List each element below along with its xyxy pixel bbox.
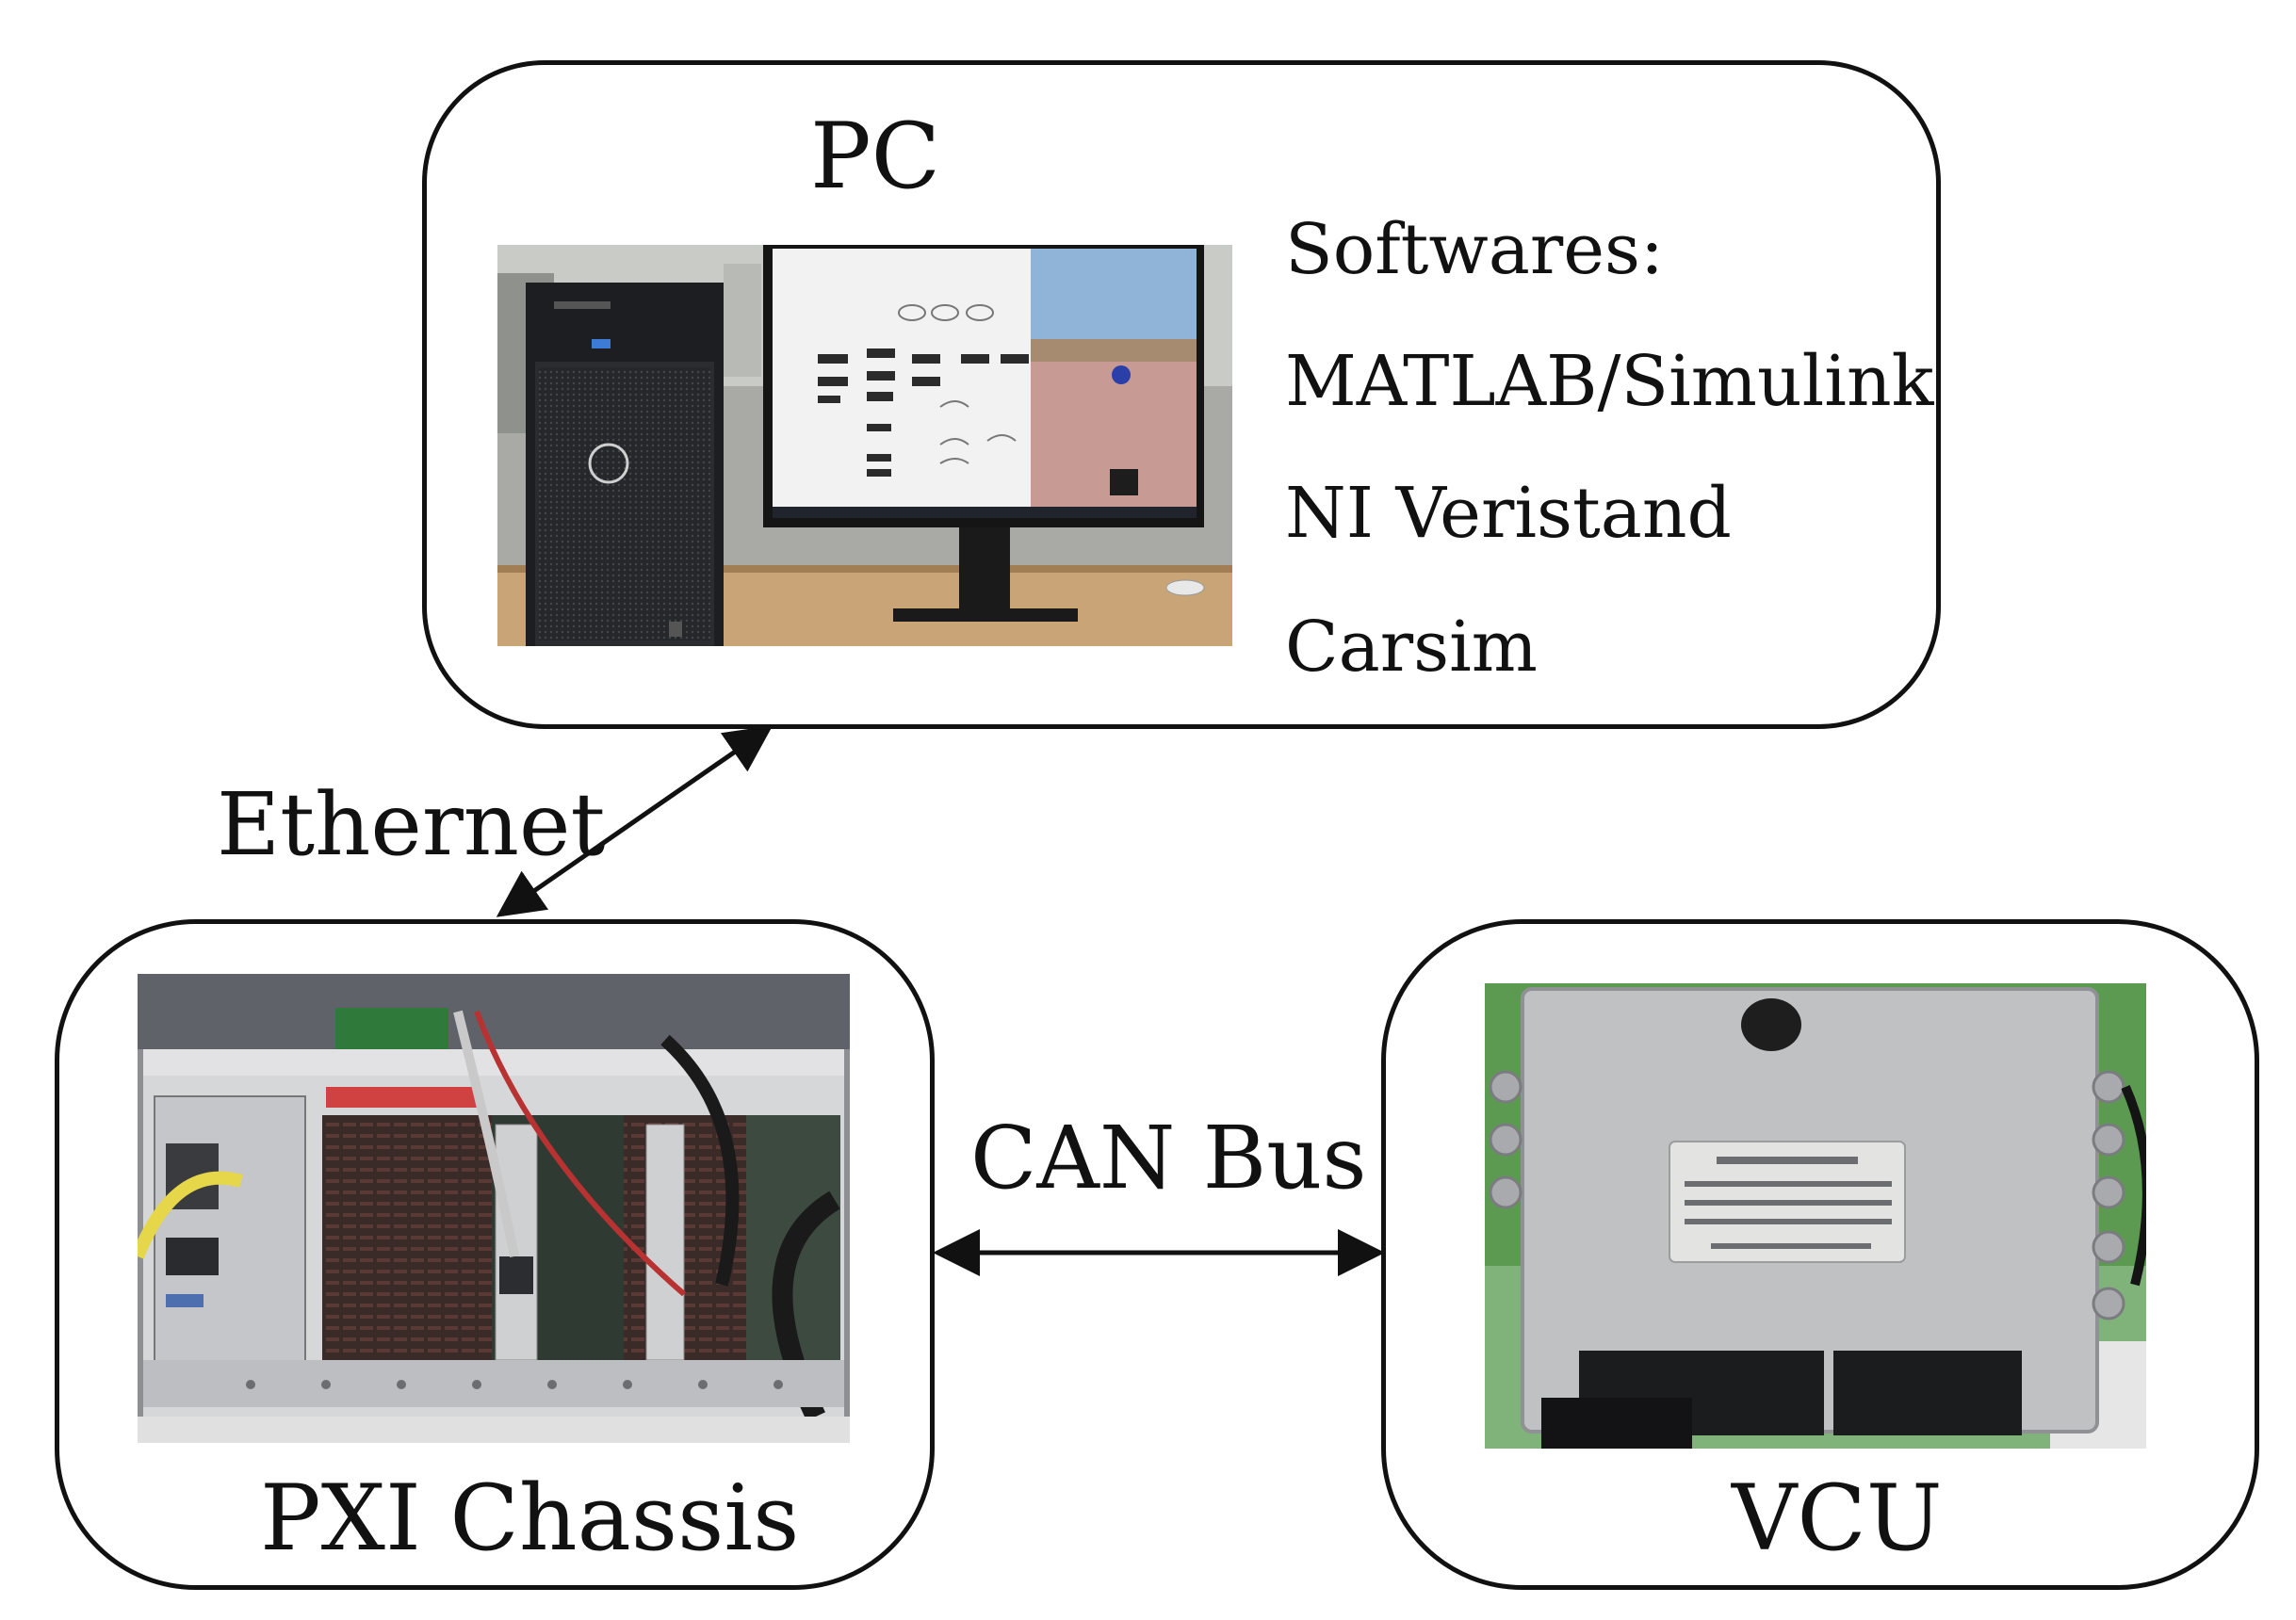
pxi-chassis-photo (138, 974, 850, 1443)
ethernet-link-label: Ethernet (217, 774, 606, 875)
vcu-title: VCU (1732, 1466, 1943, 1571)
pxi-title: PXI Chassis (260, 1466, 800, 1571)
can-bus-link-label: CAN Bus (970, 1108, 1367, 1208)
pc-photo (497, 245, 1232, 646)
pc-title: PC (810, 104, 941, 209)
software-item: Carsim (1285, 607, 1538, 688)
software-header: Softwares: (1285, 209, 1664, 290)
vcu-photo (1485, 983, 2146, 1449)
software-item: NI Veristand (1285, 473, 1732, 554)
software-item: MATLAB/Simulink (1285, 341, 1934, 422)
